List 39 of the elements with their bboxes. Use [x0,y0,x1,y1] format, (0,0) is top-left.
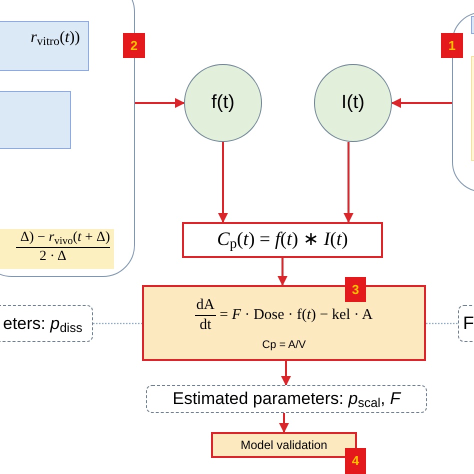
process-box [211,432,357,458]
arrow [135,98,185,108]
step-number [345,277,366,302]
empty-box [0,91,71,149]
label-text: r$_{vitro}$(t)) [30,28,80,50]
arrow [218,142,228,223]
label-text: f(t) [211,90,235,115]
number-text: 2 [130,36,138,55]
arrow [279,413,289,433]
dotted-line [426,322,458,324]
equation-text: = F · Dose · f(t) − kel · A [220,306,373,325]
equation-box [182,222,383,258]
formula-denominator: 2 · Δ [40,248,66,265]
label-text: Estimated parameters: p$_{scal}$, F [172,388,400,412]
formula-box [0,21,89,71]
arrow [278,258,288,286]
arrow [391,98,452,108]
formula-numerator: Δ) − r$_{vivo}$(t + Δ) [16,229,110,248]
equation-text: Cp = A/V [262,338,306,352]
dotted-line [93,322,142,324]
label-text: Model validation [240,437,328,454]
parameter-box [0,305,93,342]
number-text: 3 [352,280,360,299]
step-number [123,33,145,58]
number-text: 4 [352,452,360,470]
step-number [345,448,366,474]
formula-box [0,229,114,269]
label-text: C$_{p}$(t) = f(t) ∗ I(t) [217,228,348,254]
label-text: eters: p$_{diss}$ [3,312,82,336]
arrow [344,142,354,223]
label-text: F [463,312,474,335]
number-text: 1 [448,36,456,55]
derivative-denominator: dt [200,316,212,334]
parameter-box [146,385,427,413]
step-number [441,33,463,58]
arrow [281,361,291,386]
model-box [142,285,426,361]
derivative-numerator: dA [195,296,216,316]
label-text: I(t) [341,90,365,115]
